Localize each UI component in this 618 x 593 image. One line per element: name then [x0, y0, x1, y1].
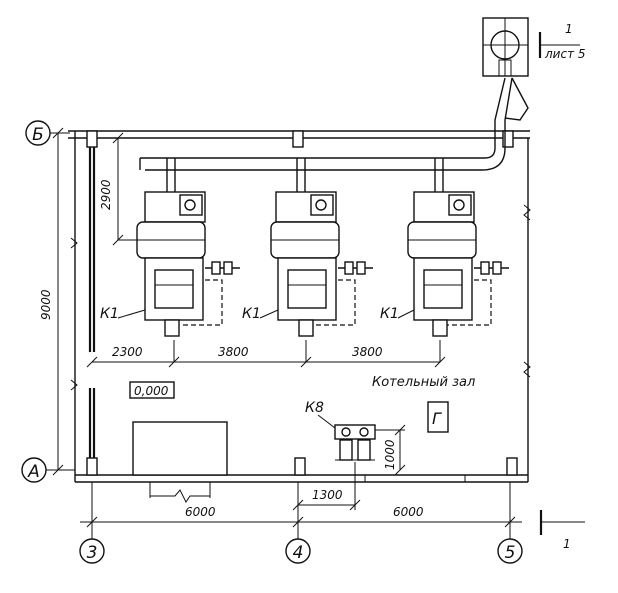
- axis-label-a: А: [27, 462, 40, 482]
- columns: [86, 130, 518, 476]
- pump-label: К8: [305, 400, 324, 416]
- axis-label-3: 3: [87, 543, 98, 563]
- dim-grid-34: 6000: [185, 505, 216, 519]
- section-mark-top: 1 лист 5: [538, 22, 586, 61]
- dimension-lines: 9000 2900 2300 3800 3800 6000 6000 1300: [39, 127, 522, 528]
- dim-k8-x: 1300: [312, 488, 343, 502]
- room-label: Котельный зал: [372, 375, 475, 390]
- boiler-2-label: К1: [242, 306, 261, 322]
- axis-label-b: Б: [32, 125, 44, 145]
- dim-span-1: 2300: [112, 345, 143, 359]
- dim-height-total: 9000: [39, 289, 53, 320]
- level-mark-box: [129, 381, 175, 399]
- dim-span-3: 3800: [352, 345, 383, 359]
- boiler-1-label: К1: [100, 306, 119, 322]
- axis-label-4: 4: [293, 543, 304, 563]
- dim-offset-top: 2900: [99, 179, 113, 210]
- section-top-sheet: лист 5: [544, 47, 586, 61]
- axis-label-5: 5: [505, 543, 516, 563]
- boiler-2: К1: [242, 158, 373, 337]
- boiler-3-label: К1: [380, 306, 399, 322]
- section-top-number: 1: [565, 22, 573, 36]
- boiler-3: К1: [380, 158, 509, 337]
- section-bottom-number: 1: [563, 537, 571, 551]
- room-mark-box: [427, 401, 449, 433]
- axis-bubbles: Б А 3 4 5: [21, 120, 523, 564]
- boiler-1: К1: [100, 158, 240, 337]
- dim-k8-y: 1000: [383, 439, 397, 470]
- level-mark: 0,000: [134, 384, 169, 398]
- equipment-block: [132, 421, 228, 476]
- section-mark-bottom: 1: [539, 510, 585, 551]
- flue-duct: [139, 17, 529, 171]
- room-mark: Г: [432, 409, 442, 428]
- pump-k8: К8: [305, 400, 376, 461]
- dim-grid-45: 6000: [393, 505, 424, 519]
- dim-span-2: 3800: [218, 345, 249, 359]
